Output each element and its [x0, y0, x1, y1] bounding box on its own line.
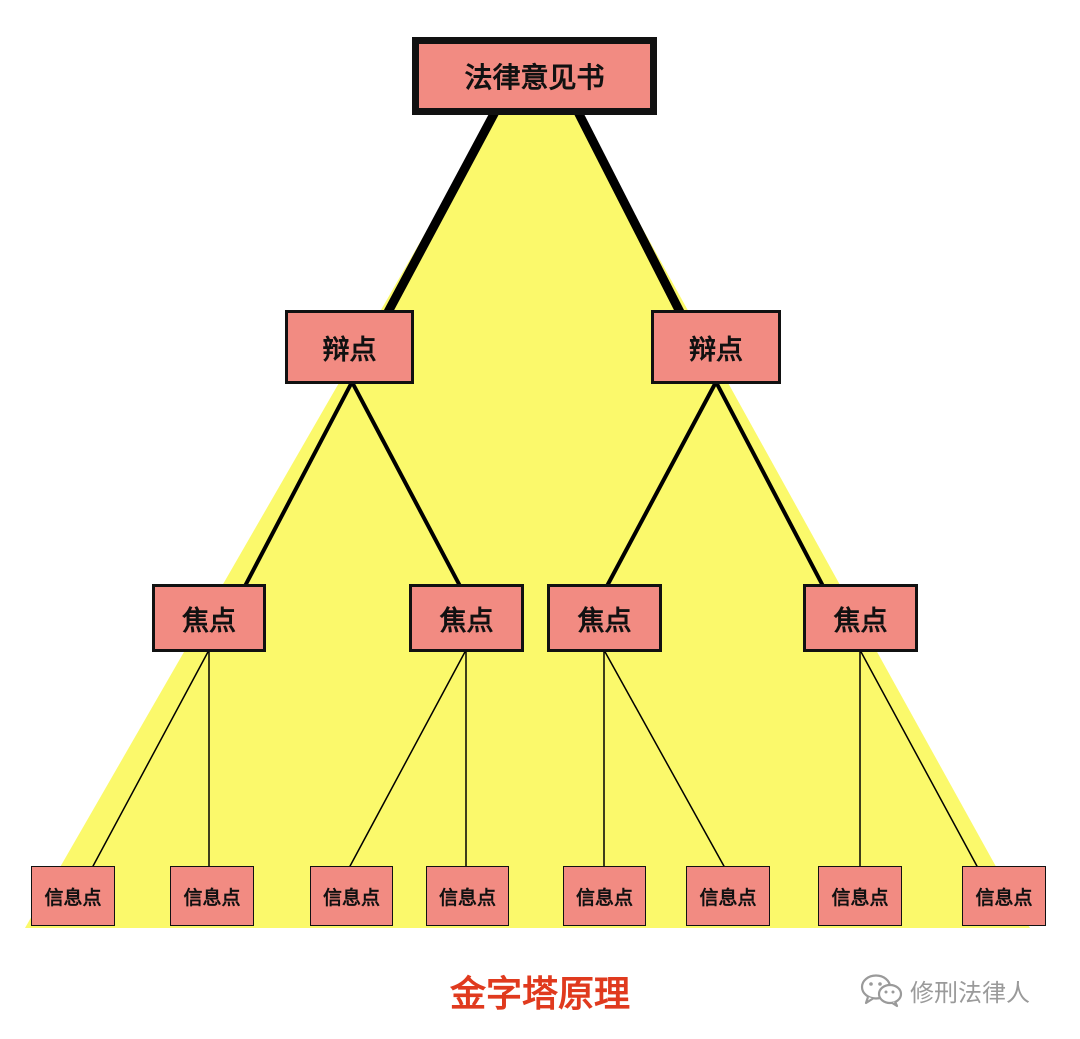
- node-focus: 焦点: [409, 584, 524, 652]
- node-argument: 辩点: [285, 310, 414, 384]
- node-focus-label: 焦点: [577, 605, 632, 637]
- node-focus: 焦点: [547, 584, 662, 652]
- node-info-point: 信息点: [686, 866, 770, 926]
- node-info-point: 信息点: [170, 866, 254, 926]
- connector-focus2-info3: [348, 649, 467, 869]
- node-info-point-label: 信息点: [44, 886, 102, 909]
- node-info-point: 信息点: [310, 866, 393, 926]
- wechat-icon: [860, 972, 904, 1008]
- node-root-label: 法律意见书: [464, 61, 605, 94]
- node-focus-label: 焦点: [439, 605, 494, 637]
- node-info-point: 信息点: [426, 866, 509, 926]
- pyramid-fill: [25, 112, 1030, 928]
- watermark-text: 修刑法律人: [910, 978, 1030, 1007]
- node-argument-label: 辩点: [322, 334, 377, 366]
- node-focus-label: 焦点: [182, 605, 236, 637]
- connector-argument1-focus1: [243, 381, 354, 587]
- diagram-caption: 金字塔原理: [449, 974, 630, 1015]
- node-info-point: 信息点: [563, 866, 646, 926]
- node-argument-label: 辩点: [689, 334, 743, 366]
- node-focus: 焦点: [803, 584, 918, 652]
- node-focus: 焦点: [152, 584, 266, 652]
- node-argument: 辩点: [651, 310, 781, 384]
- node-info-point-label: 信息点: [322, 886, 380, 909]
- node-info-point: 信息点: [962, 866, 1046, 926]
- watermark: 修刑法律人: [860, 972, 1030, 1008]
- node-info-point-label: 信息点: [699, 886, 757, 909]
- node-info-point-label: 信息点: [831, 886, 889, 909]
- node-info-point: 信息点: [31, 866, 115, 926]
- node-info-point-label: 信息点: [975, 886, 1033, 909]
- connector-focus4-info8: [859, 649, 979, 869]
- node-info-point-label: 信息点: [438, 886, 496, 909]
- node-focus-label: 焦点: [833, 605, 888, 637]
- node-root: 法律意见书: [412, 37, 657, 115]
- connector-argument1-focus2: [350, 381, 462, 587]
- node-info-point: 信息点: [818, 866, 902, 926]
- node-info-point-label: 信息点: [575, 886, 633, 909]
- connector-argument2-focus3: [605, 381, 718, 587]
- connector-root-argument-left: [384, 109, 499, 315]
- connector-focus1-info1: [91, 649, 210, 869]
- node-info-point-label: 信息点: [183, 886, 241, 909]
- connector-focus3-info6: [603, 649, 726, 869]
- connector-root-argument-right: [573, 109, 685, 315]
- connector-argument2-focus4: [714, 381, 825, 587]
